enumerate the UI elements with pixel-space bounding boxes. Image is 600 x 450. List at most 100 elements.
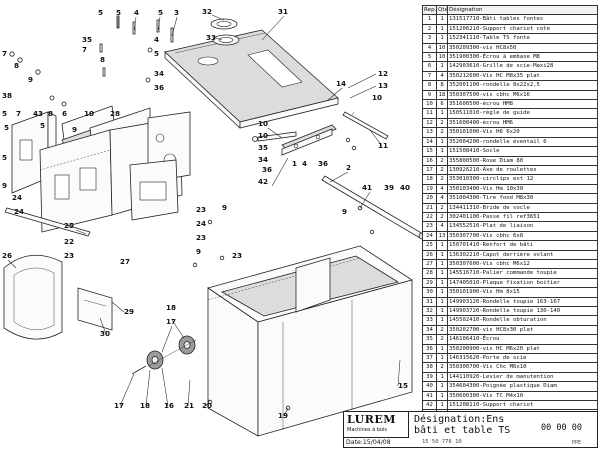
- callout-5: 5: [158, 8, 163, 17]
- parts-cell-rep: 6: [422, 61, 437, 72]
- parts-cell-desig: 350307500-vis cbhc M6x16: [447, 89, 598, 101]
- parts-cell-rep: 3: [422, 33, 437, 44]
- plan-number: 00 00 00: [541, 423, 582, 433]
- parts-cell-qty: 2: [436, 324, 448, 336]
- parts-cell-desig: 352004200-rondelle éventail 6: [447, 136, 598, 148]
- parts-cell-rep: 37: [422, 353, 437, 364]
- callout-8: 8: [14, 61, 19, 70]
- parts-cell-rep: 42: [422, 400, 437, 411]
- header-rep: Rep.: [422, 4, 437, 16]
- parts-cell-rep: 34: [422, 324, 437, 336]
- parts-cell-qty: 2: [436, 117, 448, 129]
- callout-40: 40: [400, 183, 410, 192]
- callout-21: 21: [184, 401, 194, 410]
- parts-cell-qty: 1: [436, 258, 448, 270]
- callout-24: 24: [196, 219, 206, 228]
- leader-lines: [7, 14, 401, 417]
- parts-cell-desig: 145516710-Palier commande toupie: [447, 268, 598, 279]
- parts-cell-desig: 350212600-Vis HC M8x35 plat: [447, 70, 598, 82]
- callout-labels: 5 5 4 5 3 32 31 33 4 5 35 7 8 34 36 7 8 …: [2, 7, 410, 420]
- callout-7: 7: [2, 49, 7, 58]
- table-top-part: [164, 29, 339, 129]
- bolt-set-part: [252, 131, 297, 142]
- callout-9: 9: [72, 125, 77, 134]
- callout-30: 30: [100, 329, 110, 338]
- parts-cell-rep: 10: [422, 99, 437, 110]
- callout-24: 24: [14, 207, 24, 216]
- mounting-plate-part: [77, 287, 113, 331]
- rear-cover-part: [3, 254, 63, 340]
- parts-cell-qty: 1: [436, 296, 448, 308]
- parts-cell-rep: 21: [422, 202, 437, 213]
- callout-13: 13: [378, 81, 388, 90]
- callout-33: 33: [206, 33, 216, 42]
- parts-cell-rep: 7: [422, 70, 437, 82]
- designation-line-1: Désignation:Ens: [414, 414, 505, 425]
- parts-cell-qty: 1: [436, 315, 448, 326]
- callout-1: 1: [292, 159, 297, 168]
- parts-cell-rep: 35: [422, 334, 437, 345]
- callout-34: 34: [258, 155, 268, 164]
- parts-cell-rep: 40: [422, 381, 437, 392]
- parts-cell-desig: 131517710-Bâti tables fontes: [447, 14, 598, 25]
- callout-4: 4: [154, 35, 159, 44]
- callout-31: 31: [278, 7, 288, 16]
- parts-cell-qty: 1: [436, 136, 448, 148]
- fasteners-set: [9, 15, 375, 411]
- parts-cell-desig: 134552510-Plat de liaison: [447, 221, 598, 232]
- drawing-date: Date:15/04/08: [346, 439, 391, 446]
- parts-cell-qty: 1: [436, 371, 448, 383]
- parts-cell-qty: 8: [436, 80, 448, 91]
- callout-42: 42: [258, 177, 268, 186]
- parts-cell-desig: 134411310-Bride de socle: [447, 202, 598, 213]
- parts-cell-desig: 354604300-Poignée plastique Diam: [447, 381, 598, 392]
- callout-5: 5: [116, 8, 121, 17]
- callout-23: 23: [196, 233, 206, 242]
- callout-32: 32: [202, 7, 212, 16]
- parts-cell-qty: 6: [436, 99, 448, 110]
- parts-cell-qty: 1: [436, 23, 448, 35]
- parts-cell-qty: 1: [436, 381, 448, 392]
- callout-3: 3: [174, 8, 179, 17]
- parts-cell-desig: 350202700-vis HC8x30 plat: [447, 324, 598, 336]
- parts-cell-rep: 29: [422, 277, 437, 289]
- parts-cell-qty: 2: [436, 211, 448, 223]
- parts-cell-rep: 30: [422, 287, 437, 298]
- callout-38: 38: [2, 91, 12, 100]
- frame-reinforcement-part: [4, 207, 91, 237]
- callout-9: 9: [342, 207, 347, 216]
- parts-cell-qty: 2: [436, 202, 448, 213]
- callout-10: 10: [372, 93, 382, 102]
- callout-23: 23: [232, 251, 242, 260]
- parts-table-header-row: Rep. Qté Désignation: [422, 4, 598, 16]
- callout-14: 14: [336, 79, 346, 88]
- parts-cell-rep: 27: [422, 258, 437, 270]
- parts-cell-rep: 14: [422, 136, 437, 148]
- callout-8: 8: [100, 55, 105, 64]
- callout-27: 27: [120, 257, 130, 266]
- callout-26: 26: [2, 251, 12, 260]
- callout-17: 17: [114, 401, 124, 410]
- exploded-assembly-drawing: 5 5 4 5 3 32 31 33 4 5 35 7 8 34 36 7 8 …: [2, 7, 422, 437]
- parts-cell-rep: 31: [422, 296, 437, 308]
- parts-cell-desig: 350103400-Vis Hm 10x30: [447, 183, 598, 195]
- callout-5: 5: [98, 8, 103, 17]
- callout-23: 23: [64, 251, 74, 260]
- parts-cell-rep: 5: [422, 52, 437, 63]
- callout-28: 28: [110, 109, 120, 118]
- parts-cell-rep: 26: [422, 249, 437, 260]
